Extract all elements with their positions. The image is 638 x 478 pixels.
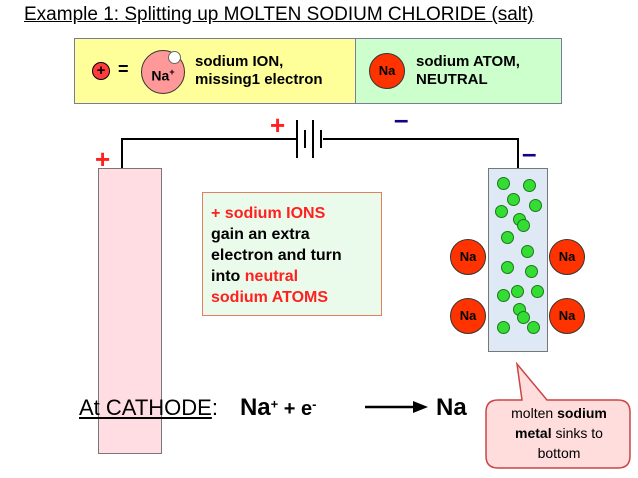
ion-description-line2: missing1 electron bbox=[195, 71, 323, 88]
cathode-equation: At CATHODE: Na+ + e- bbox=[79, 394, 317, 422]
equation-product: Na bbox=[436, 394, 467, 421]
sodium-droplet bbox=[501, 231, 514, 244]
wire-left bbox=[121, 138, 296, 168]
legend-atom-panel: Na sodium ATOM, NEUTRAL bbox=[356, 39, 561, 103]
note-line-2: gain an extra bbox=[211, 226, 310, 243]
battery-positive-sign: + bbox=[270, 110, 286, 140]
explanation-note: + sodium IONS gain an extra electron and… bbox=[202, 192, 382, 316]
sodium-droplet bbox=[529, 199, 542, 212]
note-line-4: into neutral bbox=[211, 266, 381, 287]
cathode-label: At CATHODE bbox=[79, 395, 212, 420]
sodium-droplet bbox=[523, 179, 536, 192]
legend-box: + = Na+ sodium ION, missing1 electron Na… bbox=[74, 38, 562, 104]
note-highlight-neutral: neutral bbox=[244, 268, 299, 285]
sodium-droplet bbox=[511, 285, 524, 298]
ion-symbol: Na bbox=[151, 67, 170, 84]
sodium-atom-icon: Na bbox=[450, 298, 486, 334]
atom-description-line1: sodium ATOM, bbox=[416, 53, 520, 70]
note-line-5: sodium ATOMS bbox=[211, 289, 329, 306]
missing-electron-icon bbox=[168, 51, 181, 64]
sodium-atom-icon: Na bbox=[549, 239, 585, 275]
cathode-electrode bbox=[488, 168, 548, 352]
sodium-droplet bbox=[531, 285, 544, 298]
atom-description-line2: NEUTRAL bbox=[416, 71, 488, 88]
battery-negative-sign: – bbox=[394, 104, 409, 134]
note-line-4-prefix: into bbox=[211, 268, 245, 285]
sodium-atom-icon: Na bbox=[549, 298, 585, 334]
ion-description-line1: sodium ION, bbox=[195, 53, 284, 70]
atom-description: sodium ATOM, NEUTRAL bbox=[416, 53, 520, 89]
callout-line-1: molten sodium bbox=[488, 403, 630, 423]
equation-electron: + e bbox=[278, 398, 313, 420]
sodium-droplet bbox=[517, 311, 530, 324]
sodium-droplet bbox=[517, 219, 530, 232]
sodium-atom-icon: Na bbox=[450, 239, 486, 275]
callout-line-3: bottom bbox=[537, 445, 581, 461]
sodium-droplet bbox=[497, 289, 510, 302]
sodium-droplet bbox=[497, 321, 510, 334]
callout-bubble-shape bbox=[485, 361, 631, 469]
sodium-droplet bbox=[495, 205, 508, 218]
sodium-droplet bbox=[501, 261, 514, 274]
page-title: Example 1: Splitting up MOLTEN SODIUM CH… bbox=[24, 4, 534, 25]
sodium-droplet bbox=[497, 177, 510, 190]
sodium-droplet bbox=[521, 245, 534, 258]
ion-charge: + bbox=[169, 67, 175, 77]
equation-colon: : bbox=[211, 395, 218, 420]
equation-ion-charge: + bbox=[270, 396, 279, 412]
positive-charge-badge: + bbox=[92, 62, 110, 80]
sodium-droplet bbox=[507, 193, 520, 206]
callout-line-1-bold: sodium bbox=[557, 405, 607, 421]
anode-positive-sign: + bbox=[95, 144, 111, 174]
note-line-3: electron and turn bbox=[211, 247, 342, 264]
callout-line-1-normal: molten bbox=[511, 405, 558, 421]
sodium-atom-icon: Na bbox=[369, 53, 405, 89]
reaction-arrow-head bbox=[413, 401, 428, 413]
callout-line-2-normal: sinks to bbox=[551, 425, 603, 441]
anode-electrode bbox=[98, 168, 162, 454]
ion-description: sodium ION, missing1 electron bbox=[195, 53, 323, 89]
equals-sign: = bbox=[118, 59, 129, 79]
callout-line-2: metal sinks to bbox=[488, 423, 630, 443]
equation-ion: Na bbox=[239, 394, 271, 421]
cathode-negative-sign: – bbox=[522, 138, 537, 168]
legend-ion-panel: + = Na+ sodium ION, missing1 electron bbox=[75, 39, 356, 103]
note-line-1: + sodium IONS bbox=[211, 205, 326, 222]
sodium-droplet bbox=[525, 265, 538, 278]
callout-line-2-bold: metal bbox=[515, 425, 552, 441]
wire-right bbox=[323, 138, 519, 168]
callout-text: molten sodium metal sinks to bottom bbox=[488, 403, 630, 463]
sodium-droplet bbox=[527, 321, 540, 334]
equation-electron-charge: - bbox=[312, 396, 317, 412]
